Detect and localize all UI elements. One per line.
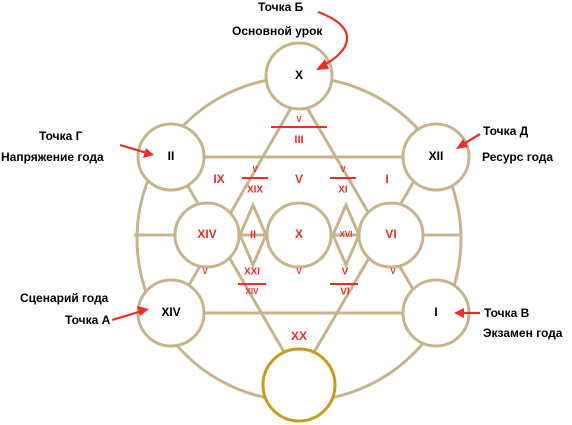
callout-b-label: Основной урок bbox=[232, 24, 323, 38]
region-lower-left-xxi: XXI bbox=[244, 267, 260, 278]
region-lower-right-vi: VI bbox=[340, 287, 350, 298]
node-upper-left-label: II bbox=[168, 149, 175, 163]
arrow-b bbox=[317, 10, 349, 67]
callout-v-point: Точка В bbox=[484, 306, 530, 320]
callout-d-point: Точка Д bbox=[483, 124, 529, 138]
region-right-inner-v: V bbox=[340, 165, 346, 174]
callout-a-point: Точка А bbox=[65, 313, 111, 327]
region-left-inner-small: XIX bbox=[247, 185, 263, 196]
region-left-diamond: II bbox=[250, 229, 256, 241]
node-inner-center-label: X bbox=[295, 227, 303, 241]
callout-g-label: Напряжение года bbox=[1, 150, 104, 164]
node-top-label: X bbox=[295, 68, 303, 82]
node-lower-right-label: I bbox=[434, 305, 437, 319]
region-top: III bbox=[294, 134, 303, 146]
region-lower-center-v: V bbox=[296, 267, 302, 276]
arrow-g bbox=[119, 143, 148, 155]
node-inner-left-label: XIV bbox=[197, 227, 216, 241]
region-right-inner-small: XI bbox=[338, 185, 348, 196]
node-upper-right-label: XII bbox=[429, 149, 444, 163]
arrowhead-g-icon bbox=[143, 148, 154, 158]
region-upper-center: V bbox=[295, 172, 303, 186]
region-left-inner-v: V bbox=[252, 165, 258, 174]
node-lower-left-label: XIV bbox=[161, 305, 180, 319]
region-lower-right-v2: V bbox=[342, 267, 349, 278]
callout-a-label: Сценарий года bbox=[20, 291, 109, 305]
arrowhead-a-icon bbox=[137, 306, 149, 316]
region-left: IX bbox=[213, 172, 224, 186]
node-upper-left bbox=[136, 122, 206, 192]
node-inner-left bbox=[173, 201, 241, 269]
node-upper-right bbox=[401, 122, 471, 192]
node-top bbox=[264, 41, 334, 111]
arrowhead-v-icon bbox=[454, 308, 464, 318]
arrowhead-d-icon bbox=[456, 139, 468, 149]
right-diamond bbox=[331, 201, 361, 269]
region-top-small: V bbox=[296, 115, 302, 124]
arrow-a bbox=[111, 309, 143, 322]
region-lower-left-v: V bbox=[202, 267, 208, 276]
callout-g-point: Точка Г bbox=[39, 129, 83, 143]
callout-d-label: Ресурс года bbox=[482, 150, 553, 164]
node-inner-right bbox=[357, 201, 425, 269]
callout-b-point: Точка Б bbox=[258, 0, 304, 14]
node-inner-right-label: VI bbox=[385, 227, 396, 241]
node-inner-center bbox=[265, 201, 333, 269]
region-lower-left-xiv: XIV bbox=[246, 287, 260, 296]
callout-v-label: Экзамен года bbox=[483, 326, 563, 340]
region-lower-right-v: V bbox=[390, 267, 396, 276]
left-diamond bbox=[238, 201, 268, 269]
node-bottom bbox=[261, 347, 337, 423]
arrowhead-b-icon bbox=[316, 59, 329, 70]
region-right: I bbox=[385, 172, 388, 186]
region-right-diamond: XVI bbox=[340, 230, 353, 239]
region-bottom: XX bbox=[291, 329, 307, 343]
